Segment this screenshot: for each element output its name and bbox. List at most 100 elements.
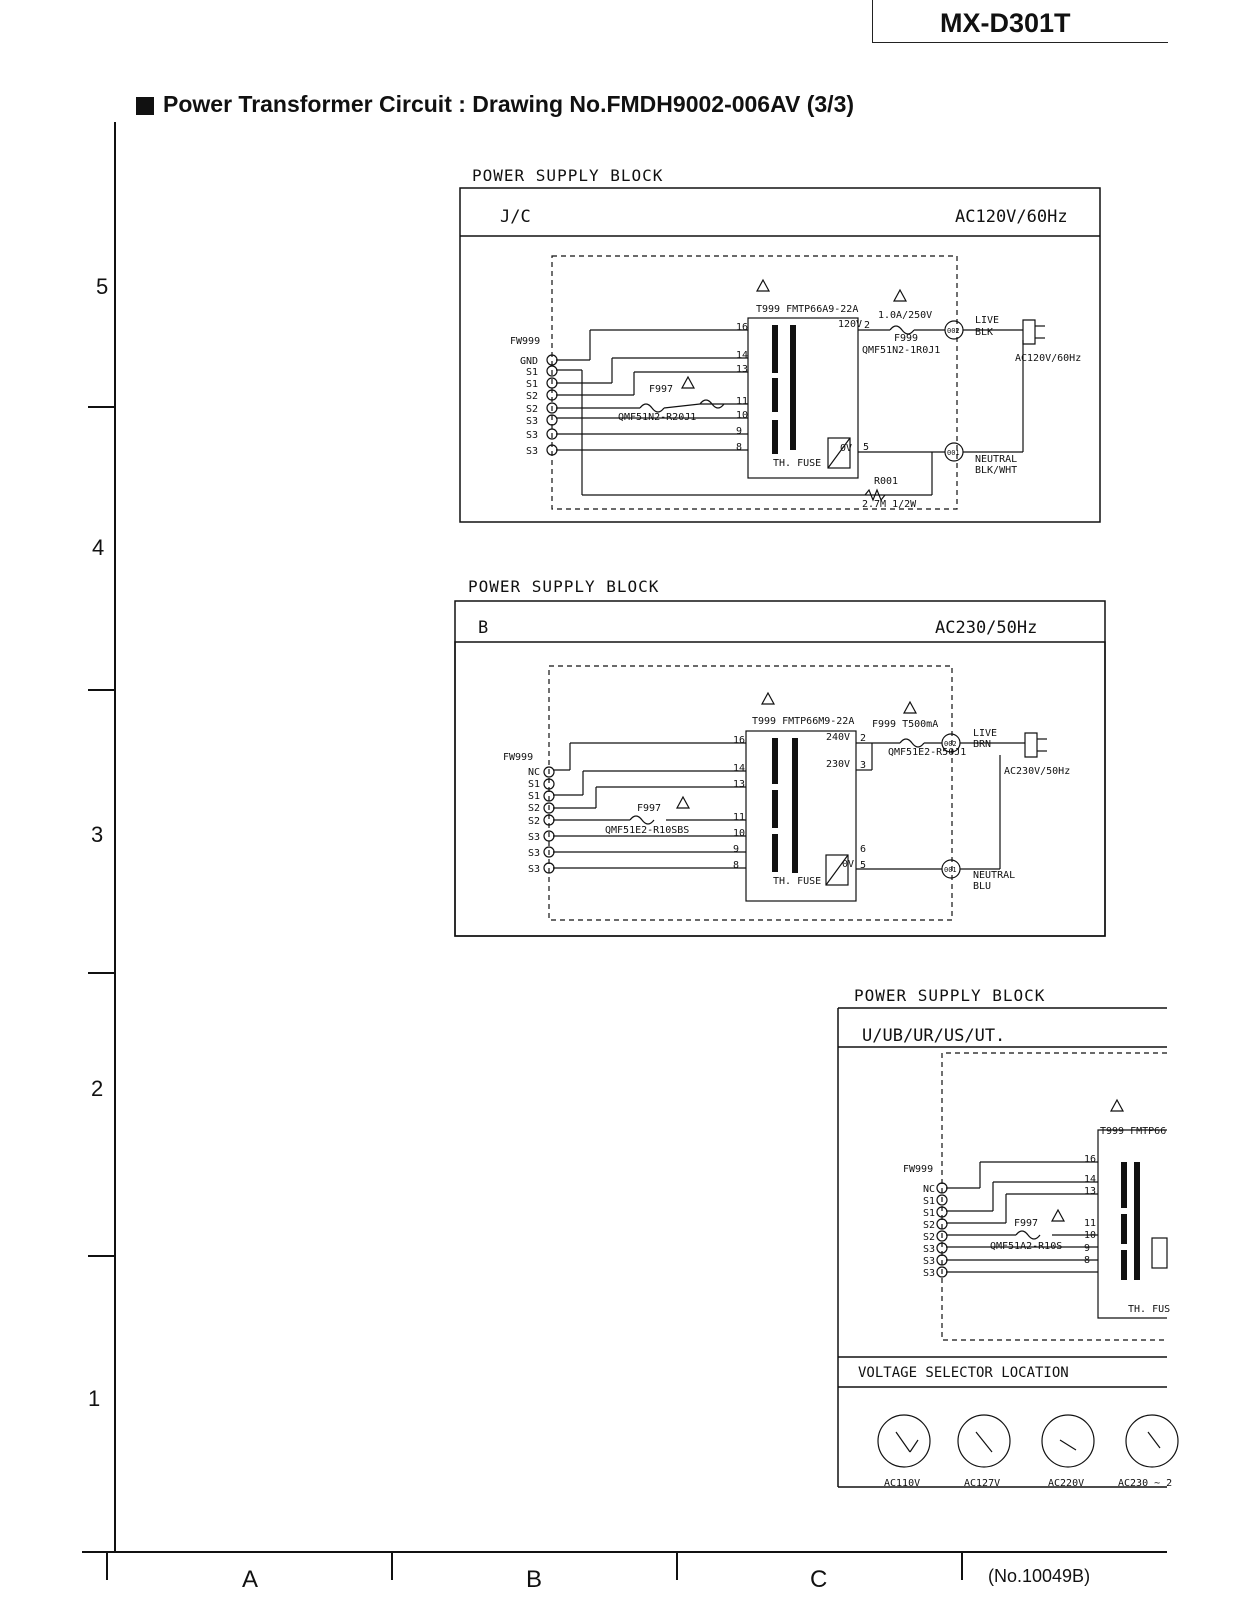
- svg-text:002: 002: [947, 327, 960, 335]
- svg-text:S1: S1: [923, 1208, 935, 1219]
- svg-text:S3: S3: [528, 832, 540, 843]
- svg-text:14: 14: [736, 350, 748, 361]
- svg-text:120V: 120V: [838, 319, 862, 330]
- svg-text:QMF51N2-1R0J1: QMF51N2-1R0J1: [862, 345, 940, 356]
- svg-text:AC230V/50Hz: AC230V/50Hz: [1004, 766, 1070, 777]
- svg-text:S3: S3: [923, 1268, 935, 1279]
- svg-text:FW999: FW999: [510, 336, 540, 347]
- row-label: 1: [88, 1386, 101, 1411]
- svg-text:001: 001: [947, 449, 960, 457]
- selector-title: VOLTAGE SELECTOR LOCATION: [858, 1365, 1069, 1381]
- svg-text:11: 11: [736, 396, 748, 407]
- svg-text:QMF51A2-R10S: QMF51A2-R10S: [990, 1241, 1062, 1252]
- title-bullet-icon: [136, 97, 154, 115]
- svg-text:1.0A/250V: 1.0A/250V: [878, 310, 932, 321]
- model-number: MX-D301T: [940, 8, 1071, 38]
- svg-text:S3: S3: [528, 864, 540, 875]
- svg-text:FW999: FW999: [903, 1164, 933, 1175]
- row-label: 2: [91, 1076, 104, 1101]
- svg-text:002: 002: [944, 740, 957, 748]
- svg-text:13: 13: [1084, 1186, 1096, 1197]
- svg-text:3: 3: [860, 760, 866, 771]
- column-label: C: [810, 1566, 828, 1593]
- svg-text:16: 16: [1084, 1154, 1096, 1165]
- svg-text:F997: F997: [649, 384, 673, 395]
- svg-text:QMF51E2-R10SBS: QMF51E2-R10SBS: [605, 825, 689, 836]
- region-label: B: [478, 618, 489, 638]
- model-box: [872, 0, 1168, 43]
- svg-text:8: 8: [736, 442, 742, 453]
- svg-text:S3: S3: [923, 1256, 935, 1267]
- svg-text:S1: S1: [923, 1196, 935, 1207]
- svg-text:T999 FMTP66M9-22A: T999 FMTP66M9-22A: [752, 716, 854, 727]
- svg-text:14: 14: [1084, 1174, 1096, 1185]
- svg-text:S2: S2: [528, 816, 540, 827]
- block-label: POWER SUPPLY BLOCK: [472, 166, 664, 185]
- svg-text:R001: R001: [874, 476, 898, 487]
- svg-text:S3: S3: [528, 848, 540, 859]
- svg-text:QMF51N2-R20J1: QMF51N2-R20J1: [618, 412, 696, 423]
- svg-text:2: 2: [864, 320, 870, 331]
- svg-text:QMF51E2-R50J1: QMF51E2-R50J1: [888, 747, 966, 758]
- svg-text:2.7M 1/2W: 2.7M 1/2W: [862, 499, 917, 510]
- svg-text:2: 2: [860, 733, 866, 744]
- svg-text:LIVE: LIVE: [975, 315, 999, 326]
- svg-text:NEUTRAL: NEUTRAL: [973, 870, 1015, 881]
- svg-text:S3: S3: [526, 430, 538, 441]
- svg-text:NC: NC: [923, 1184, 935, 1195]
- svg-text:9: 9: [736, 426, 742, 437]
- svg-text:BLU: BLU: [973, 881, 991, 892]
- block-label: POWER SUPPLY BLOCK: [854, 986, 1046, 1005]
- svg-text:240V: 240V: [826, 732, 850, 743]
- drawing-number: (No.10049B): [988, 1566, 1091, 1586]
- svg-text:S1: S1: [526, 367, 538, 378]
- svg-text:S1: S1: [526, 379, 538, 390]
- svg-text:S3: S3: [526, 446, 538, 457]
- svg-text:10: 10: [1084, 1230, 1096, 1241]
- svg-text:TH. FUS: TH. FUS: [1128, 1304, 1170, 1315]
- svg-text:F999 T500mA: F999 T500mA: [872, 719, 938, 730]
- svg-text:S3: S3: [526, 416, 538, 427]
- svg-text:S3: S3: [923, 1244, 935, 1255]
- block-label: POWER SUPPLY BLOCK: [468, 577, 660, 596]
- region-label: U/UB/UR/US/UT.: [862, 1026, 1006, 1046]
- warning-icon: [680, 278, 908, 389]
- svg-text:S1: S1: [528, 791, 540, 802]
- row-label: 5: [96, 274, 109, 299]
- row-label: 4: [92, 535, 105, 560]
- svg-text:AC220V: AC220V: [1048, 1478, 1084, 1489]
- svg-text:TH. FUSE: TH. FUSE: [773, 458, 821, 469]
- svg-text:BLK/WHT: BLK/WHT: [975, 465, 1017, 476]
- svg-text:13: 13: [736, 364, 748, 375]
- region-label: J/C: [500, 207, 531, 227]
- svg-text:T999 FMTP66: T999 FMTP66: [1100, 1126, 1166, 1137]
- svg-text:6: 6: [860, 844, 866, 855]
- svg-text:S2: S2: [528, 803, 540, 814]
- svg-text:16: 16: [733, 735, 745, 746]
- svg-text:AC110V: AC110V: [884, 1478, 920, 1489]
- svg-text:8: 8: [733, 860, 739, 871]
- row-label: 3: [91, 822, 104, 847]
- page-title: Power Transformer Circuit : Drawing No.F…: [163, 91, 855, 117]
- svg-text:F997: F997: [637, 803, 661, 814]
- rating-label: AC230/50Hz: [935, 618, 1038, 638]
- svg-text:5: 5: [860, 860, 866, 871]
- svg-text:9: 9: [1084, 1243, 1090, 1254]
- svg-text:10: 10: [736, 410, 748, 421]
- svg-text:11: 11: [733, 812, 745, 823]
- svg-text:NC: NC: [528, 767, 540, 778]
- svg-text:AC120V/60Hz: AC120V/60Hz: [1015, 353, 1081, 364]
- svg-text:T999 FMTP66A9-22A: T999 FMTP66A9-22A: [756, 304, 858, 315]
- svg-text:0V: 0V: [840, 443, 852, 454]
- svg-text:14: 14: [733, 763, 745, 774]
- svg-text:LIVE: LIVE: [973, 728, 997, 739]
- svg-text:230V: 230V: [826, 759, 850, 770]
- svg-text:S2: S2: [526, 391, 538, 402]
- svg-text:5: 5: [863, 442, 869, 453]
- svg-text:0V: 0V: [842, 859, 854, 870]
- svg-text:NEUTRAL: NEUTRAL: [975, 454, 1017, 465]
